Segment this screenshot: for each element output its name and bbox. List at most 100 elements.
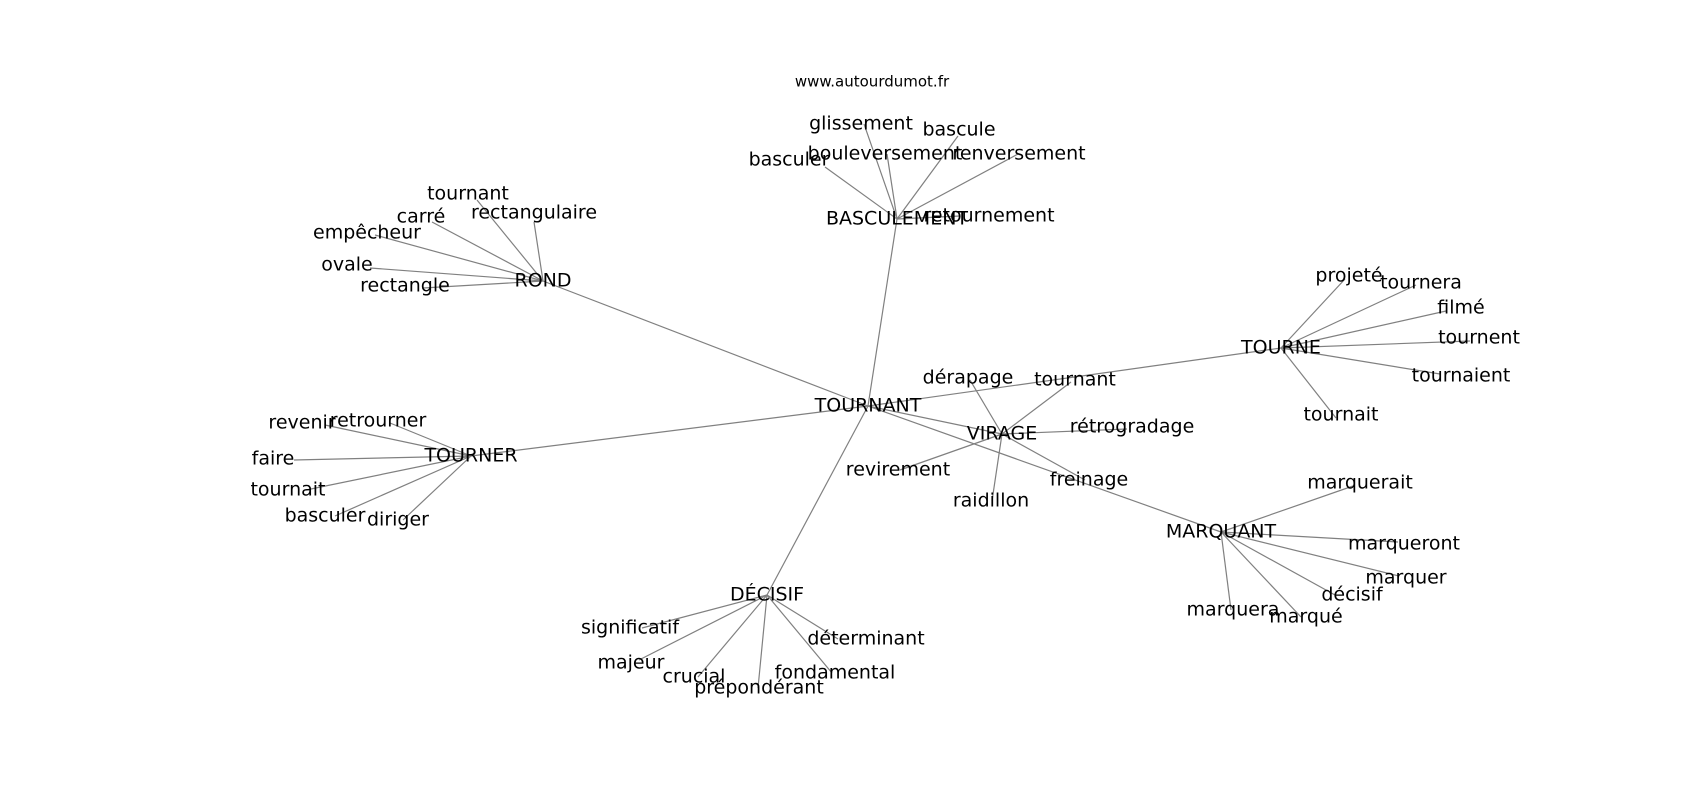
leaf-node-rond-3: empêcheur xyxy=(313,222,421,244)
edge-tourner-leaf-5 xyxy=(402,455,472,521)
edge-basculement-leaf-1 xyxy=(896,135,959,220)
hub-node-rond: ROND xyxy=(515,270,572,292)
leaf-node-rond-0: tournant xyxy=(427,183,509,205)
edge-tourner-leaf-2 xyxy=(293,455,472,461)
leaf-node-basculement-5: retournement xyxy=(923,205,1054,227)
leaf-node-decisif-3: prépondérant xyxy=(694,677,824,699)
edge-rond-leaf-1 xyxy=(431,221,544,282)
leaf-node-rond-5: rectangle xyxy=(360,275,450,297)
leaf-node-decisif-0: significatif xyxy=(581,617,680,639)
edge-decisif-leaf-3 xyxy=(757,594,768,689)
leaf-node-basculement-3: renversement xyxy=(952,143,1085,165)
edge-marquant-leaf-1 xyxy=(1220,531,1399,543)
leaf-node-marquant-3: décisif xyxy=(1321,584,1384,606)
hub-node-decisif: DÉCISIF xyxy=(730,583,804,606)
edge-virage-leaf-0 xyxy=(969,379,1003,435)
edge-tourne-leaf-0 xyxy=(1280,278,1346,349)
leaf-node-marquant-2: marquer xyxy=(1365,567,1446,589)
leaf-node-virage-2: rétrogradage xyxy=(1070,416,1195,438)
edge-virage-leaf-1 xyxy=(1001,381,1072,435)
leaf-node-decisif-4: fondamental xyxy=(775,662,896,684)
edge-decisif-leaf-5 xyxy=(766,594,839,640)
edge-basculement-leaf-5 xyxy=(896,215,961,220)
leaf-node-tourner-2: faire xyxy=(252,448,295,470)
leaf-node-tourner-5: diriger xyxy=(367,509,429,531)
leaf-node-basculement-1: bascule xyxy=(922,119,995,141)
edge-tourner-leaf-0 xyxy=(324,424,472,457)
leaf-node-decisif-5: déterminant xyxy=(807,628,924,650)
leaf-node-virage-4: freinage xyxy=(1050,469,1129,491)
leaf-node-marquant-4: marqué xyxy=(1269,606,1342,628)
leaf-node-marquant-5: marquera xyxy=(1187,599,1280,621)
edge-tournant_center-marquant xyxy=(867,405,1222,533)
edge-tourne-leaf-2 xyxy=(1280,310,1447,349)
leaf-node-tourne-1: tournera xyxy=(1380,272,1462,294)
edge-rond-leaf-5 xyxy=(422,280,544,289)
edge-decisif-leaf-2 xyxy=(697,594,768,678)
edge-rond-leaf-4 xyxy=(369,267,544,282)
edge-tourne-leaf-3 xyxy=(1280,340,1471,349)
hub-node-tourne: TOURNE xyxy=(1240,337,1321,359)
edge-marquant-leaf-0 xyxy=(1220,485,1354,533)
edge-basculement-leaf-3 xyxy=(896,153,1019,220)
leaf-node-tourner-4: basculer xyxy=(285,505,366,527)
leaf-node-rond-4: ovale xyxy=(321,254,372,276)
edge-tourner-leaf-1 xyxy=(389,422,472,457)
leaf-node-basculement-0: glissement xyxy=(809,113,913,135)
edge-tourner-leaf-4 xyxy=(334,455,472,517)
edge-marquant-leaf-3 xyxy=(1220,531,1336,596)
edge-tourne-leaf-1 xyxy=(1280,284,1417,349)
leaf-node-tourner-3: tournait xyxy=(250,479,325,501)
edge-marquant-leaf-2 xyxy=(1220,531,1400,577)
leaf-node-virage-3: revirement xyxy=(846,459,950,481)
source-watermark: www.autourdumot.fr xyxy=(795,73,950,91)
edge-rond-leaf-2 xyxy=(533,221,544,282)
leaf-node-tourne-0: projeté xyxy=(1315,265,1382,287)
edge-rond-leaf-0 xyxy=(476,199,544,282)
edge-tourne-leaf-5 xyxy=(1280,347,1337,419)
edge-basculement-leaf-4 xyxy=(824,166,898,220)
edge-virage-leaf-5 xyxy=(991,433,1003,502)
edge-tourne-leaf-4 xyxy=(1280,347,1441,375)
edge-tournant_center-basculement xyxy=(867,218,898,407)
leaf-node-tourne-2: filmé xyxy=(1437,297,1484,319)
leaf-node-rond-2: rectangulaire xyxy=(471,202,597,224)
edge-marquant-leaf-4 xyxy=(1220,531,1302,618)
leaf-node-decisif-2: crucial xyxy=(663,666,726,688)
edge-tournant_center-tourne xyxy=(867,347,1282,407)
leaf-node-tourner-1: retrourner xyxy=(330,410,427,432)
leaf-node-tourne-4: tournaient xyxy=(1412,365,1511,387)
leaf-node-tourner-0: revenir xyxy=(268,412,335,434)
hub-node-tournant_center: TOURNANT xyxy=(814,395,922,417)
edge-rond-leaf-3 xyxy=(374,234,544,282)
edge-tournant_center-rond xyxy=(542,280,869,407)
leaf-node-marquant-1: marqueront xyxy=(1348,533,1460,555)
edge-decisif-leaf-0 xyxy=(641,594,768,629)
leaf-node-basculement-4: basculer xyxy=(749,149,830,171)
edge-tournant_center-virage xyxy=(867,405,1003,435)
leaf-node-tourne-3: tournent xyxy=(1438,327,1520,349)
hub-node-tourner: TOURNER xyxy=(423,445,517,467)
hub-node-basculement: BASCULEMENT xyxy=(826,208,968,230)
edge-marquant-leaf-5 xyxy=(1220,531,1232,611)
leaf-node-virage-1: tournant xyxy=(1034,369,1116,391)
graph-edges xyxy=(293,123,1471,689)
edge-basculement-leaf-2 xyxy=(886,153,898,220)
leaf-node-tourne-5: tournait xyxy=(1303,404,1378,426)
edge-tournant_center-tourner xyxy=(470,405,869,457)
edge-virage-leaf-4 xyxy=(1001,433,1086,481)
edge-decisif-leaf-4 xyxy=(766,594,833,674)
graph-labels: www.autourdumot.fr TOURNANTtournantcarré… xyxy=(250,73,1519,699)
leaf-node-virage-0: dérapage xyxy=(923,367,1014,389)
leaf-node-marquant-0: marquerait xyxy=(1307,472,1413,494)
leaf-node-rond-1: carré xyxy=(397,206,446,228)
edge-basculement-leaf-0 xyxy=(863,123,898,220)
leaf-node-decisif-1: majeur xyxy=(598,652,665,674)
edge-tourner-leaf-3 xyxy=(305,455,472,491)
edge-virage-leaf-2 xyxy=(1001,428,1128,435)
edge-decisif-leaf-1 xyxy=(638,594,768,661)
leaf-node-basculement-2: bouleversement xyxy=(808,143,963,165)
leaf-node-virage-5: raidillon xyxy=(953,490,1029,512)
edge-tournant_center-decisif xyxy=(766,405,869,596)
